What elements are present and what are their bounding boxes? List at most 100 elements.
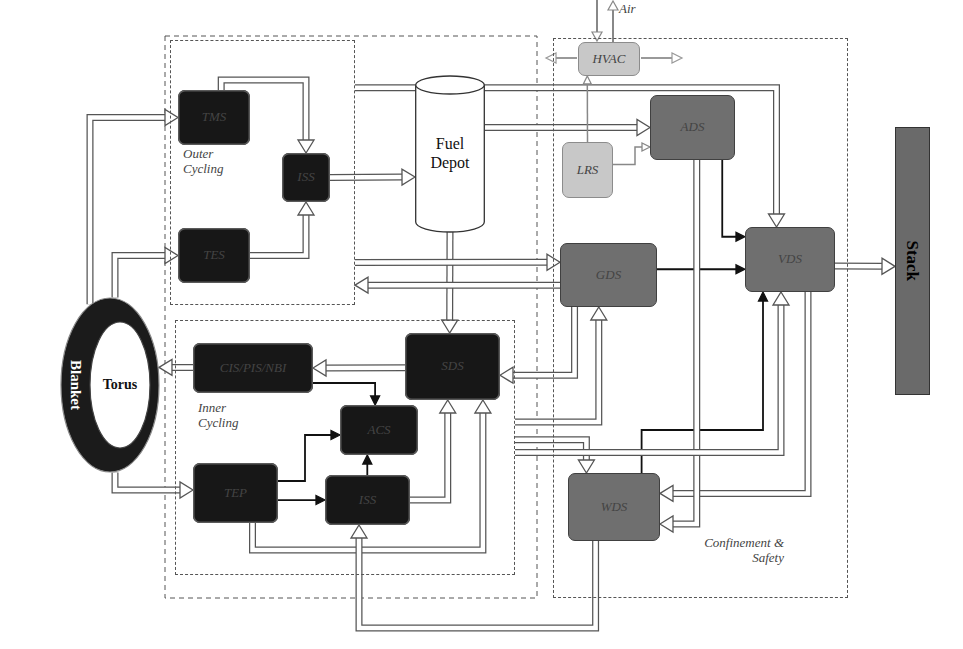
node-label: ACS bbox=[367, 423, 390, 438]
arrow-head bbox=[736, 232, 745, 241]
flow-connector bbox=[115, 473, 193, 498]
arrow-head bbox=[442, 320, 458, 333]
connector-outline bbox=[90, 118, 165, 305]
connector-outline bbox=[835, 263, 882, 270]
flow-connector bbox=[722, 160, 745, 241]
connector-core bbox=[673, 160, 697, 524]
region-frame: Confinement & SafetyHVACADSLRSGDSVDSWDS bbox=[553, 38, 848, 598]
region-frame: Outer Cycling TMS ISS TES bbox=[170, 40, 355, 305]
connector-core bbox=[326, 366, 405, 371]
node-label: TMS bbox=[202, 110, 227, 125]
arrow-head bbox=[165, 110, 178, 126]
connector-line bbox=[722, 160, 736, 237]
node-label: CIS/PIS/NBI bbox=[220, 361, 286, 376]
arrow-head bbox=[351, 525, 367, 538]
flow-connector bbox=[515, 307, 607, 422]
connector-line bbox=[313, 383, 375, 396]
process-box: ISS bbox=[325, 475, 410, 525]
flow-connector bbox=[351, 525, 596, 628]
flow-connector bbox=[313, 360, 405, 376]
connector-outline bbox=[326, 364, 405, 371]
region-frame: Inner CyclingCIS/PIS/NBISDSACSTEPISS bbox=[175, 320, 515, 575]
flow-connector bbox=[583, 76, 591, 142]
air-outlet-head bbox=[608, 1, 618, 10]
connector-line bbox=[642, 301, 763, 473]
process-box: TMS bbox=[178, 90, 250, 145]
connector-core bbox=[368, 282, 560, 287]
torus-hole bbox=[90, 322, 150, 448]
arrow-head bbox=[660, 485, 673, 501]
region-label: Confinement & Safety bbox=[704, 536, 784, 566]
connector-outline bbox=[515, 320, 599, 422]
connector-line bbox=[613, 147, 642, 164]
connector-core bbox=[485, 125, 637, 130]
connector-core bbox=[359, 538, 596, 628]
arrow-head bbox=[773, 292, 789, 305]
arrow-head bbox=[371, 396, 380, 405]
arrow-head bbox=[583, 76, 591, 84]
node-label: GDS bbox=[596, 268, 621, 283]
system-frame bbox=[165, 36, 537, 598]
connector-core bbox=[115, 256, 165, 298]
flow-connector bbox=[90, 110, 178, 305]
arrow-head bbox=[316, 496, 325, 505]
connector-core bbox=[253, 413, 483, 550]
cylinder-body bbox=[416, 85, 485, 232]
flow-connector bbox=[642, 292, 768, 473]
arrow-head bbox=[313, 360, 326, 376]
connector-core bbox=[90, 118, 165, 305]
flow-connector bbox=[355, 254, 560, 270]
connector-line bbox=[366, 464, 368, 475]
torus-ring: BlanketTorus bbox=[60, 297, 160, 473]
node-label: LRS bbox=[577, 163, 599, 178]
connector-outline bbox=[330, 174, 402, 181]
node-label: TES bbox=[203, 248, 225, 263]
process-box: ISS bbox=[282, 153, 330, 202]
flow-connector bbox=[363, 455, 372, 475]
connector-outline bbox=[115, 256, 165, 298]
connector-core bbox=[330, 175, 402, 180]
arrow-head bbox=[759, 292, 768, 301]
flow-connector bbox=[115, 248, 178, 298]
node-label: WDS bbox=[601, 500, 628, 515]
flow-connector bbox=[613, 143, 650, 164]
node-label: SDS bbox=[441, 359, 463, 374]
flow-connector bbox=[278, 431, 340, 482]
flow-connector bbox=[485, 119, 650, 135]
connector-outline bbox=[673, 160, 697, 524]
arrow-head bbox=[642, 143, 650, 151]
flow-connector bbox=[660, 292, 808, 501]
connector-outline bbox=[368, 281, 560, 289]
flow-connector bbox=[660, 160, 697, 532]
process-box: SDS bbox=[405, 333, 500, 400]
storage-cylinder: Fuel Depot bbox=[415, 75, 485, 232]
arrow-head bbox=[298, 202, 314, 215]
connector-core bbox=[515, 320, 599, 422]
flow-connector bbox=[500, 307, 575, 383]
air-inlet bbox=[596, 0, 598, 32]
hvac-duct-head bbox=[546, 53, 556, 63]
process-box: CIS/PIS/NBI bbox=[193, 343, 313, 393]
connector-outline bbox=[115, 473, 180, 490]
flow-label: Air bbox=[619, 1, 636, 17]
arrow-head bbox=[402, 169, 415, 185]
node-label: ISS bbox=[297, 170, 314, 185]
region-label: Outer Cycling bbox=[183, 147, 241, 177]
flow-connector bbox=[330, 169, 415, 185]
connector-line bbox=[278, 499, 316, 501]
node-label: Stack bbox=[903, 241, 923, 282]
connector-outline bbox=[359, 538, 596, 628]
arrow-head bbox=[331, 431, 340, 440]
connector-outline bbox=[446, 232, 453, 320]
flow-connector bbox=[253, 400, 491, 550]
flow-connector bbox=[835, 258, 895, 274]
node-label: Fuel Depot bbox=[420, 135, 480, 172]
node-label: HVAC bbox=[593, 52, 626, 67]
arrow-head bbox=[769, 214, 785, 227]
connector-outline bbox=[513, 307, 575, 375]
process-box: TES bbox=[178, 228, 250, 283]
arrow-head bbox=[591, 307, 607, 320]
arrow-head bbox=[660, 516, 673, 532]
connector-core bbox=[513, 307, 575, 375]
process-box: HVAC bbox=[578, 42, 640, 76]
